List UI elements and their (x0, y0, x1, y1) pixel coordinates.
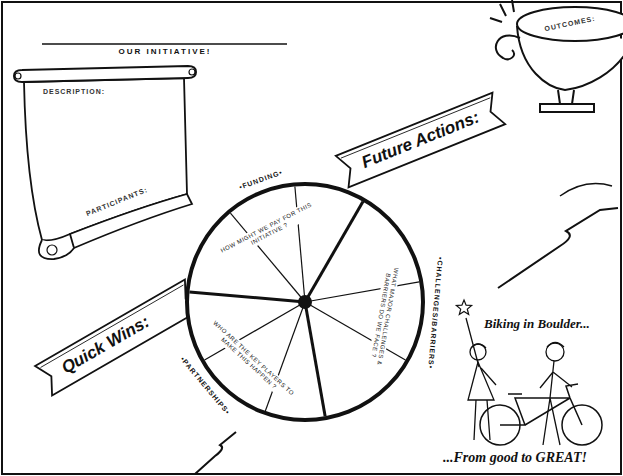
trophy-cup: OUTCOMES: (478, 0, 623, 120)
scroll-top-roll (14, 66, 196, 82)
girl-head (470, 344, 486, 360)
slogan-text: ...From good to GREAT! (443, 450, 587, 466)
ribbon-squiggle (560, 184, 612, 196)
scroll-paper (24, 78, 187, 240)
ribbon-banner: Quick Wins: (35, 295, 176, 396)
node-text: •CHALLENGES/BARRIERS• (425, 256, 443, 371)
ribbon-fold (40, 285, 183, 368)
wheel-chart: •FUNDING•HOW MIGHT WE PAY FOR THIS INITI… (175, 172, 435, 432)
ribbon-squiggle (498, 208, 618, 288)
scroll-curl (15, 73, 21, 79)
shine-marks (490, 0, 514, 22)
trophy-stem (558, 90, 574, 104)
trophy-rim (517, 7, 623, 41)
girl-dress (468, 362, 494, 400)
man-head (546, 343, 564, 361)
wheel-hub (298, 295, 312, 309)
wheel-spoke (305, 282, 419, 302)
ribbon-shape (335, 93, 504, 188)
scroll-curl (189, 69, 195, 75)
man-helmet (547, 343, 564, 348)
scroll-bottom-roll (70, 194, 192, 248)
trophy-handle (496, 35, 520, 59)
title-text: OUR INITIATIVE! (119, 47, 212, 56)
title-rule (42, 43, 287, 45)
scroll-curl (39, 240, 74, 259)
man-body (540, 361, 572, 445)
wheel-spoke (305, 202, 363, 302)
node-text: DESCRIPTION: (43, 88, 105, 96)
wheel-spoke (189, 292, 305, 302)
ribbon-banner: Future Actions: (335, 93, 504, 188)
bike-frame (500, 384, 582, 425)
trophy-base (540, 104, 594, 112)
ribbon-shape (35, 280, 202, 396)
wheel-spoke (305, 302, 325, 416)
ribbon-squiggle (195, 432, 236, 474)
wheel-rim (187, 184, 423, 420)
scroll-curl (47, 245, 57, 255)
node-outline (478, 0, 623, 120)
scroll-panel: DESCRIPTION:PARTICIPANTS: (12, 62, 197, 257)
star (456, 300, 471, 315)
slogan-text: Biking in Boulder... (484, 316, 590, 332)
